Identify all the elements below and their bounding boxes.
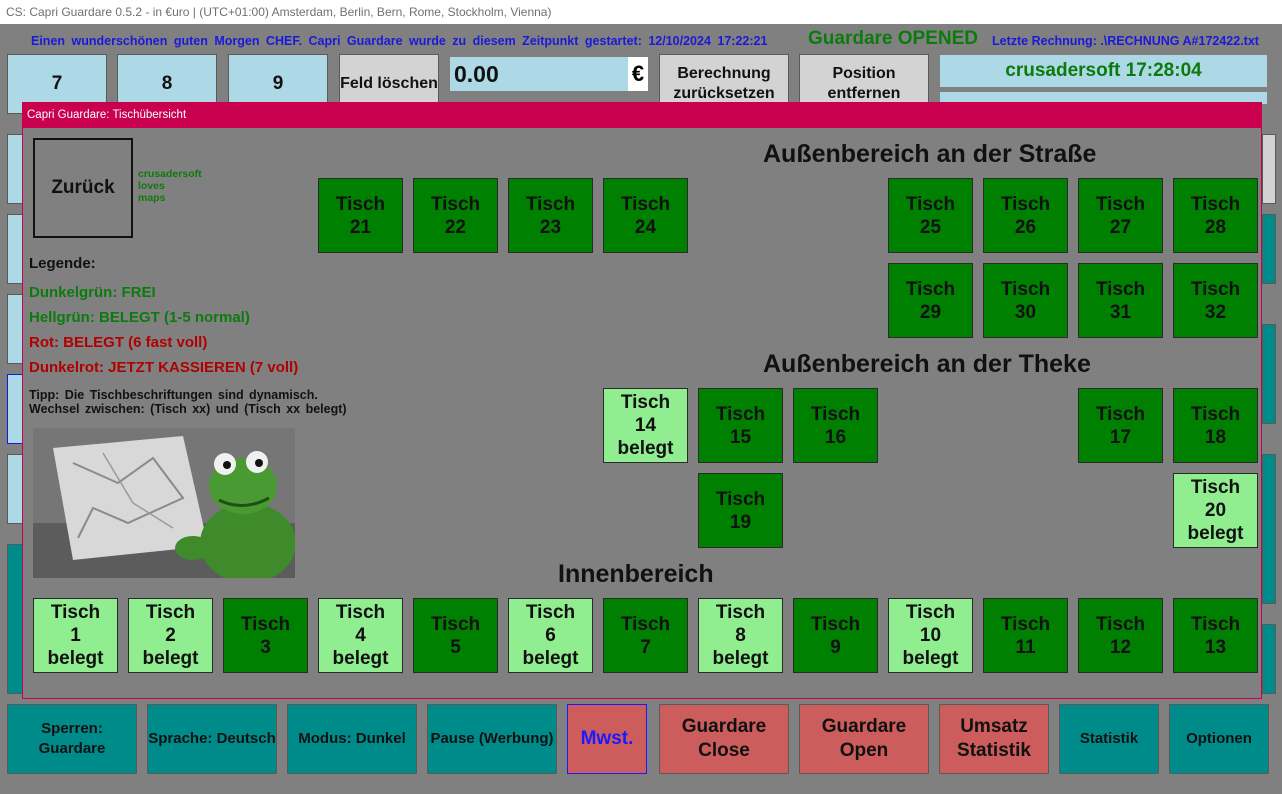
clock-display: crusadersoft 17:28:04 <box>940 55 1267 87</box>
table-4[interactable]: Tisch 4 belegt <box>318 598 403 673</box>
table-11[interactable]: Tisch 11 <box>983 598 1068 673</box>
table-31[interactable]: Tisch 31 <box>1078 263 1163 338</box>
table-23[interactable]: Tisch 23 <box>508 178 593 253</box>
revenue-statistics-button[interactable]: Umsatz Statistik <box>939 704 1049 774</box>
table-10[interactable]: Tisch 10 belegt <box>888 598 973 673</box>
guardare-close-button[interactable]: Guardare Close <box>659 704 789 774</box>
tip-text: Tipp: Die Tischbeschriftungen sind dynam… <box>29 388 347 416</box>
section-inside: Innenbereich <box>558 560 714 588</box>
table-6[interactable]: Tisch 6 belegt <box>508 598 593 673</box>
table-22[interactable]: Tisch 22 <box>413 178 498 253</box>
vat-button[interactable]: Mwst. <box>567 704 647 774</box>
currency-label: € <box>628 57 648 91</box>
table-21[interactable]: Tisch 21 <box>318 178 403 253</box>
table-9[interactable]: Tisch 9 <box>793 598 878 673</box>
table-20[interactable]: Tisch 20 belegt <box>1173 473 1258 548</box>
table-32[interactable]: Tisch 32 <box>1173 263 1258 338</box>
legend-title: Legende: <box>29 255 96 272</box>
table-19[interactable]: Tisch 19 <box>698 473 783 548</box>
table-18[interactable]: Tisch 18 <box>1173 388 1258 463</box>
section-bar: Außenbereich an der Theke <box>763 350 1091 378</box>
side-button-hidden[interactable] <box>1262 214 1276 284</box>
table-1[interactable]: Tisch 1 belegt <box>33 598 118 673</box>
table-30[interactable]: Tisch 30 <box>983 263 1068 338</box>
table-17[interactable]: Tisch 17 <box>1078 388 1163 463</box>
table-16[interactable]: Tisch 16 <box>793 388 878 463</box>
amount-display[interactable]: 0.00 <box>450 57 628 91</box>
legend-free: Dunkelgrün: FREI <box>29 284 156 301</box>
side-button-hidden[interactable] <box>1262 324 1276 424</box>
side-button-hidden[interactable] <box>1262 624 1276 694</box>
section-street: Außenbereich an der Straße <box>763 140 1097 168</box>
table-13[interactable]: Tisch 13 <box>1173 598 1258 673</box>
info-bar <box>940 92 1267 104</box>
table-5[interactable]: Tisch 5 <box>413 598 498 673</box>
table-8[interactable]: Tisch 8 belegt <box>698 598 783 673</box>
last-bill: Letzte Rechnung: .\RECHNUNG A#172422.txt <box>992 34 1259 48</box>
table-7[interactable]: Tisch 7 <box>603 598 688 673</box>
mode-button[interactable]: Modus: Dunkel <box>287 704 417 774</box>
brand-line: crusadersoft <box>138 168 202 180</box>
table-3[interactable]: Tisch 3 <box>223 598 308 673</box>
status-opened: Guardare OPENED <box>808 28 978 49</box>
dialog-title: Capri Guardare: Tischübersicht <box>23 103 1261 128</box>
legend-busy: Hellgrün: BELEGT (1-5 normal) <box>29 309 250 326</box>
table-26[interactable]: Tisch 26 <box>983 178 1068 253</box>
pause-button[interactable]: Pause (Werbung) <box>427 704 557 774</box>
map-reading-frog-image <box>33 428 295 578</box>
table-25[interactable]: Tisch 25 <box>888 178 973 253</box>
table-29[interactable]: Tisch 29 <box>888 263 973 338</box>
table-12[interactable]: Tisch 12 <box>1078 598 1163 673</box>
legend-collect-now: Dunkelrot: JETZT KASSIEREN (7 voll) <box>29 359 299 376</box>
table-28[interactable]: Tisch 28 <box>1173 178 1258 253</box>
language-button[interactable]: Sprache: Deutsch <box>147 704 277 774</box>
legend-almost-full: Rot: BELEGT (6 fast voll) <box>29 334 208 351</box>
lock-button[interactable]: Sperren: Guardare <box>7 704 137 774</box>
side-button-hidden[interactable] <box>1262 134 1276 204</box>
brand-text: crusadersoft loves maps <box>138 168 202 204</box>
back-button[interactable]: Zurück <box>33 138 133 238</box>
guardare-open-button[interactable]: Guardare Open <box>799 704 929 774</box>
table-27[interactable]: Tisch 27 <box>1078 178 1163 253</box>
welcome-message: Einen wunderschönen guten Morgen CHEF. C… <box>31 34 768 48</box>
side-button-hidden[interactable] <box>1262 454 1276 604</box>
brand-line: loves <box>138 180 165 192</box>
options-button[interactable]: Optionen <box>1169 704 1269 774</box>
statistics-button[interactable]: Statistik <box>1059 704 1159 774</box>
table-24[interactable]: Tisch 24 <box>603 178 688 253</box>
table-15[interactable]: Tisch 15 <box>698 388 783 463</box>
table-14[interactable]: Tisch 14 belegt <box>603 388 688 463</box>
window-title: CS: Capri Guardare 0.5.2 - in €uro | (UT… <box>0 0 1282 24</box>
brand-line: maps <box>138 192 166 204</box>
table-2[interactable]: Tisch 2 belegt <box>128 598 213 673</box>
